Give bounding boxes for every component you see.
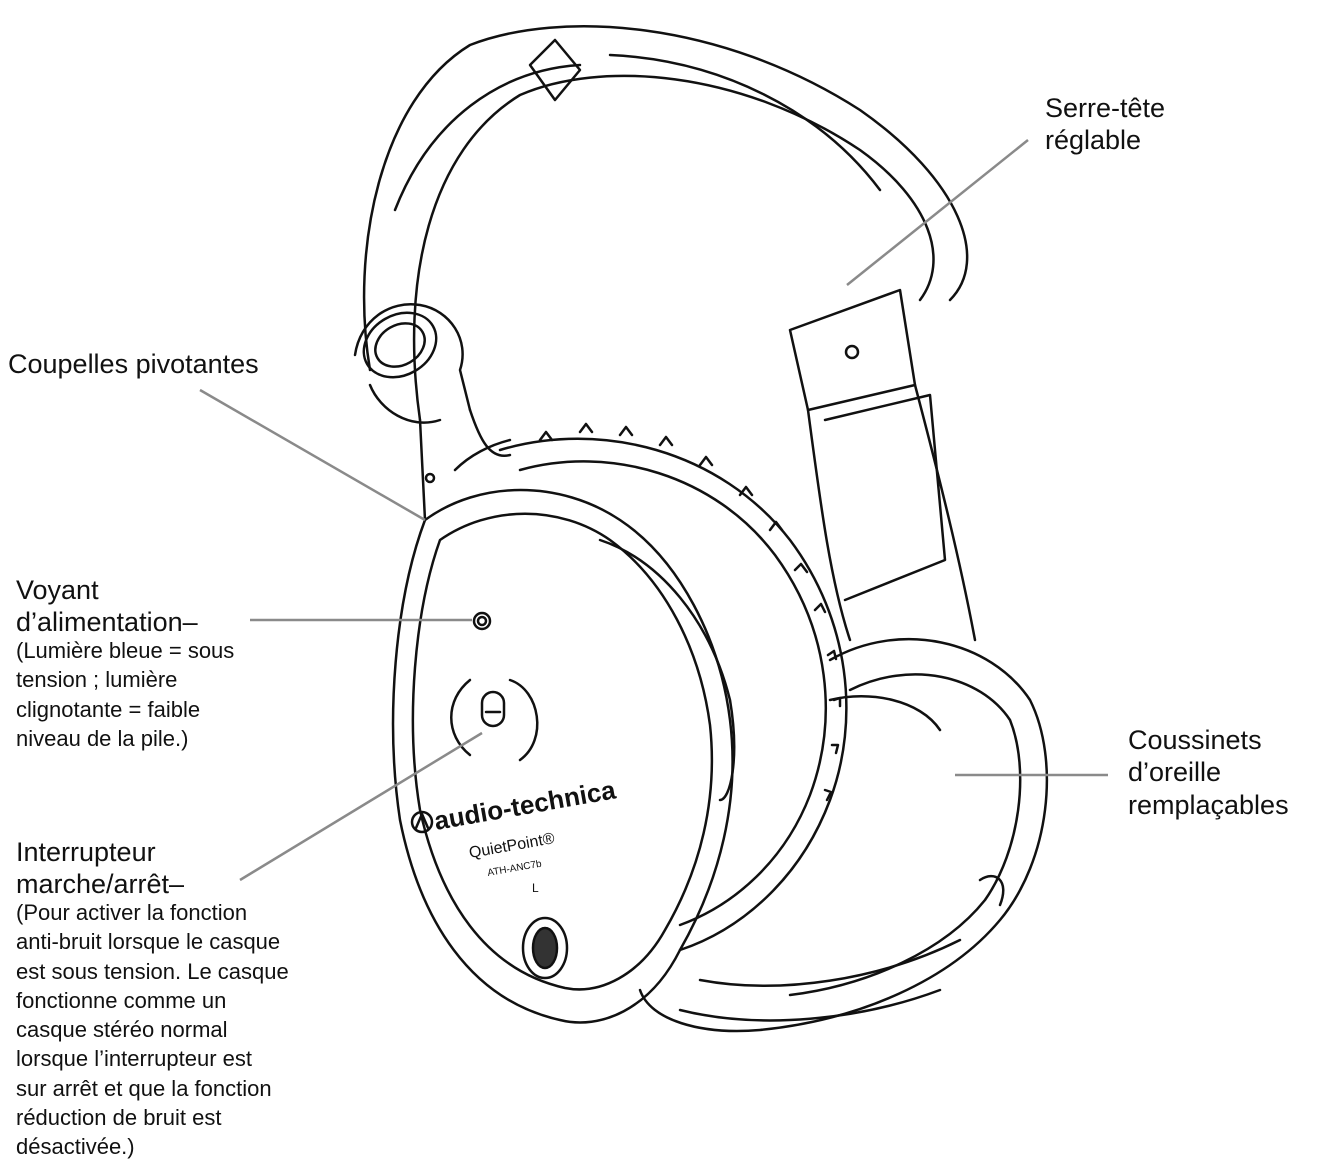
ear-cup-rim	[498, 422, 848, 952]
product-branding: audio-technica QuietPoint® ATH-ANC7b L	[432, 774, 618, 895]
model-number-text: ATH-ANC7b	[487, 859, 543, 879]
leader-switch	[239, 731, 483, 882]
ear-cushion	[638, 638, 1049, 1033]
side-mark-text: L	[532, 881, 539, 895]
label-power-switch: Interrupteur marche/arrêt–	[16, 837, 185, 900]
swivel-hinge	[353, 303, 512, 522]
label-power-indicator-desc: (Lumière bleue = sous tension ; lumière …	[16, 638, 235, 751]
label-swivel-cups: Coupelles pivotantes	[8, 349, 259, 379]
ear-cup-housing	[391, 488, 736, 1024]
brand-logo-text: audio-technica	[432, 774, 618, 835]
leader-swivel	[199, 388, 426, 522]
label-headband: Serre-tête réglable	[1045, 93, 1166, 156]
label-ear-cushions: Coussinets d’oreille remplaçables	[1128, 725, 1289, 820]
leader-headband	[846, 139, 1029, 286]
headband	[362, 25, 977, 642]
label-power-switch-desc: (Pour activer la fonction anti-bruit lor…	[16, 900, 289, 1159]
leader-lines	[199, 139, 1108, 882]
label-power-indicator: Voyant d’alimentation–	[16, 575, 198, 638]
model-name-text: QuietPoint®	[468, 830, 556, 862]
